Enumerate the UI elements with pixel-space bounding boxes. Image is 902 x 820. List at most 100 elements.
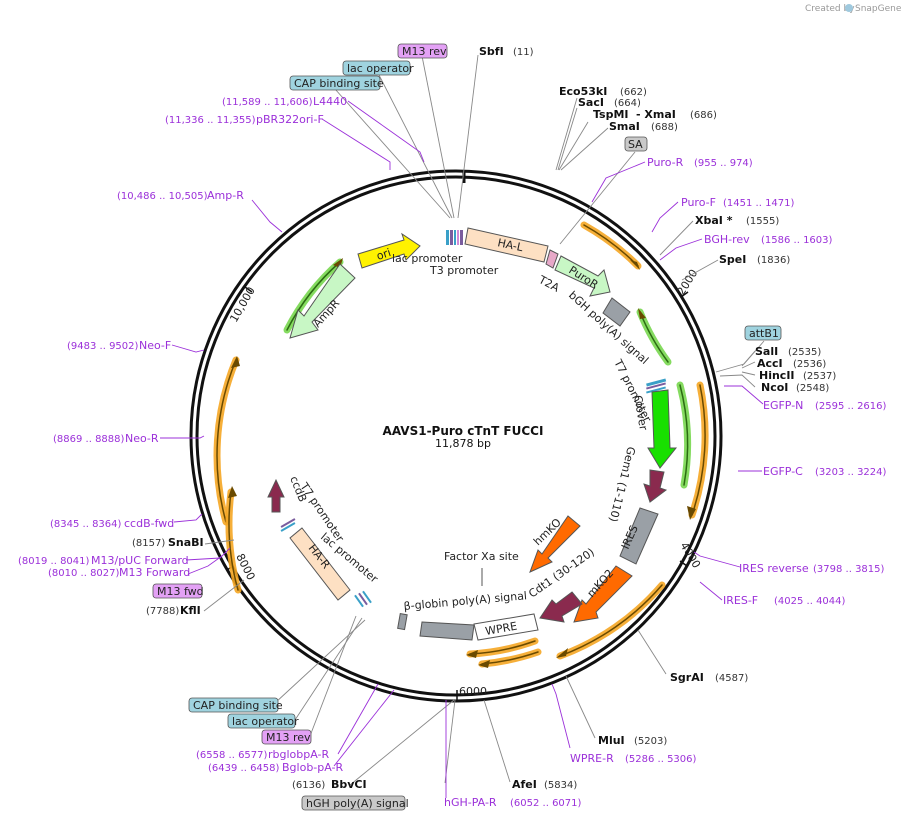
primer-range: (8019 .. 8041) [18, 556, 90, 567]
lac-operator-top-box [342, 60, 411, 76]
t3-promoter-top-label: T3 promoter [429, 264, 499, 277]
small-gray-feature [397, 613, 408, 631]
primer-label: M13/pUC Forward [91, 554, 189, 567]
primer-range: (11,589 .. 11,606) [222, 97, 313, 108]
site-pos: (664) [614, 98, 641, 109]
primer-label: M13 Forward [119, 566, 190, 579]
primer-label: Neo-R [125, 432, 159, 445]
attb1-label: attB1 [749, 327, 779, 340]
site-pos: (1555) [746, 216, 779, 227]
site-label: AccI [757, 357, 783, 370]
site-pos: (1836) [757, 255, 790, 266]
site-label: SgrAI [670, 671, 704, 684]
t2a-label: T2A [536, 273, 562, 295]
attb-cluster [646, 378, 667, 394]
primer-label: WPRE-R [570, 752, 614, 765]
backbone-outer-ring [189, 169, 723, 703]
primer-label: IRES reverse [739, 562, 809, 575]
primer-range: (3203 .. 3224) [815, 467, 887, 478]
orf-arc-core [679, 384, 689, 486]
site-label: SacI [578, 96, 604, 109]
site-pos: (2537) [803, 371, 836, 382]
snapgene-logo-icon [845, 4, 853, 12]
cdt1-feature [539, 591, 583, 623]
lac-operator-top-label: lac operator [347, 62, 414, 75]
primer-label: Puro-F [681, 196, 716, 209]
primer-range: (2595 .. 2616) [815, 401, 887, 412]
site-label: SpeI [719, 253, 746, 266]
primer-range: (8345 .. 8364) [50, 519, 122, 530]
site-pos: (686) [690, 110, 717, 121]
site-label: NcoI [761, 381, 788, 394]
site-label: - XmaI [636, 108, 676, 121]
site-pos: (688) [651, 122, 678, 133]
primer-range: (8869 .. 8888) [53, 434, 125, 445]
site-pos: (662) [620, 87, 647, 98]
leader-lines [203, 54, 765, 786]
primer-range: (6558 .. 6577) [196, 750, 268, 761]
cap-binding-top-box [289, 75, 381, 91]
bgh-polya-label: bGH poly(A) signal [566, 289, 651, 367]
site-label: Eco53kI [559, 85, 607, 98]
boxed-labels: M13 rev lac operator CAP binding site SA… [152, 43, 782, 811]
primer-label: pBR322ori-F [256, 113, 324, 126]
orf-arc-core [216, 359, 237, 523]
orf-arc-core [228, 491, 239, 591]
attb1-box [744, 325, 782, 341]
hgh-polya-box [301, 795, 406, 811]
hmko-feature [529, 515, 581, 573]
primer-range: (4025 .. 4044) [774, 596, 846, 607]
ccdb-feature [267, 478, 285, 513]
primer-label: IRES-F [723, 594, 758, 607]
ha-l-feature [464, 227, 549, 263]
orf-arc-core [559, 584, 663, 657]
site-label: SalI [755, 345, 778, 358]
ha-l-label: HA-L [496, 236, 525, 254]
site-pos: (7788) [146, 606, 179, 617]
ccdb-label: ccdB [287, 474, 309, 504]
credit-text: Created by [805, 4, 855, 14]
lac-operator-bottom-label: lac operator [232, 715, 299, 728]
primer-label: Amp-R [207, 189, 244, 202]
site-label: XbaI * [695, 214, 733, 227]
m13-fwd-label: M13 fwd [157, 585, 204, 598]
gem1-feature [643, 469, 668, 503]
bglobin-label: β-globin poly(A) signal [403, 589, 527, 613]
gem1-label: Gem1 (1-110) [606, 445, 637, 523]
m13-fwd-box [152, 583, 203, 599]
site-pos: (11) [513, 47, 534, 58]
site-label: SbfI [479, 45, 504, 58]
m13-rev-top-label: M13 rev [402, 45, 447, 58]
m13-rev-bottom-box [261, 729, 312, 745]
ori-feature [357, 232, 421, 269]
ires-feature [619, 507, 659, 565]
primer-labels: Puro-R (955 .. 974) Puro-F (1451 .. 1471… [18, 95, 887, 809]
site-pos: (2548) [796, 383, 829, 394]
orf-arc [466, 637, 539, 658]
site-pos: (2536) [793, 359, 826, 370]
bglobin-polya-feature [419, 621, 475, 641]
tick-label: 6000 [459, 685, 487, 698]
cap-binding-top-label: CAP binding site [294, 77, 384, 90]
site-pos: (2535) [788, 347, 821, 358]
cap-binding-bottom-label: CAP binding site [193, 699, 283, 712]
left-cluster [280, 518, 372, 608]
primer-label: ccdB-fwd [124, 517, 174, 530]
lac-promoter-top-label: lac promoter [392, 252, 463, 265]
clover-feature [647, 389, 678, 469]
site-pos: (8157) [132, 538, 165, 549]
cap-binding-bottom-box [188, 697, 279, 713]
site-label: SnaBI [168, 536, 204, 549]
ha-r-feature [289, 527, 351, 601]
orf-arrowheads [228, 258, 696, 668]
ampr-feature [289, 263, 356, 339]
t2a-feature [545, 249, 559, 269]
primer-range: (6052 .. 6071) [510, 798, 582, 809]
primer-range: (5286 .. 5306) [625, 754, 697, 765]
primer-range: (1451 .. 1471) [723, 198, 795, 209]
site-pos: (5203) [634, 736, 667, 747]
primer-label: BGH-rev [704, 233, 750, 246]
primer-label: rbglobpA-R [268, 748, 329, 761]
primer-range: (9483 .. 9502) [67, 341, 139, 352]
